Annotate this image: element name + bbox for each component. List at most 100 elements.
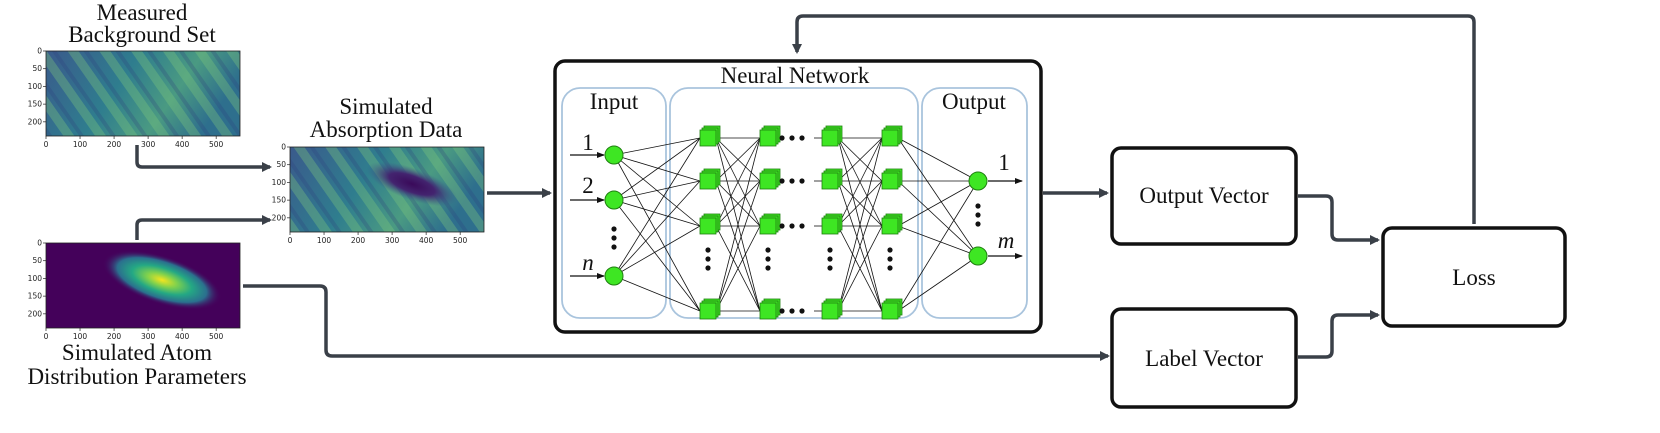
ellipsis-dot [611, 235, 617, 241]
hidden-node [881, 298, 903, 320]
x-tick-label: 500 [209, 140, 224, 149]
network-connections [570, 137, 1023, 312]
y-tick-label: 150 [272, 196, 287, 205]
ellipsis-dot [887, 265, 893, 271]
y-tick-label: 50 [276, 160, 286, 169]
output-layer-label: Output [942, 89, 1007, 114]
x-tick-label: 400 [175, 140, 190, 149]
hidden-node [759, 168, 781, 190]
y-tick-label: 100 [28, 274, 43, 283]
x-tick-label: 100 [73, 332, 88, 341]
output-vector-box [1110, 146, 1298, 246]
hidden-node [821, 213, 843, 235]
absorption-image [289, 146, 485, 233]
ellipsis-dot [705, 256, 711, 262]
ellipsis-dot [789, 135, 795, 141]
ellipsis-dot [611, 226, 617, 232]
ellipsis-dot [799, 135, 805, 141]
hidden-node [699, 298, 721, 320]
atom-title-line2: Distribution Parameters [27, 364, 246, 389]
x-tick-label: 500 [209, 332, 224, 341]
x-tick-label: 100 [73, 140, 88, 149]
ellipsis-dot [799, 223, 805, 229]
y-tick-label: 200 [28, 309, 43, 318]
y-tick-label: 200 [28, 117, 43, 126]
background-title-line1: Measured [97, 0, 188, 25]
x-tick-label: 200 [351, 236, 366, 245]
arrow-output-vector-to-loss [1298, 194, 1380, 245]
atom-image [45, 242, 241, 329]
absorption-title-line2: Absorption Data [310, 117, 463, 142]
hidden-node [699, 125, 721, 147]
ellipsis-dot [705, 265, 711, 271]
hidden-node [759, 125, 781, 147]
ellipsis-dot [779, 223, 785, 229]
y-tick-label: 0 [37, 47, 42, 56]
neural-network-title: Neural Network [721, 63, 870, 88]
x-tick-label: 400 [175, 332, 190, 341]
ellipsis-dot [975, 203, 981, 209]
input-node-label-n: n [582, 250, 594, 275]
loss-label: Loss [1452, 265, 1496, 290]
hidden-node [821, 298, 843, 320]
output-node [968, 246, 988, 266]
output-vector-label: Output Vector [1139, 183, 1269, 208]
arrow-label-vector-to-loss [1298, 310, 1380, 359]
input-node [604, 190, 624, 210]
ellipsis-dot [975, 212, 981, 218]
y-tick-label: 50 [32, 256, 42, 265]
ellipsis-dot [779, 178, 785, 184]
ellipsis-dot [765, 265, 771, 271]
output-node-label-1: 1 [998, 150, 1010, 175]
ellipsis-dot [887, 247, 893, 253]
hidden-node [699, 168, 721, 190]
ellipsis-dot [611, 244, 617, 250]
arrow-atom-to-absorption [135, 215, 272, 240]
x-tick-label: 200 [107, 140, 122, 149]
x-tick-label: 300 [141, 140, 156, 149]
input-node-label-2: 2 [582, 173, 594, 198]
input-layer-panel [561, 87, 667, 319]
ellipsis-dot [765, 256, 771, 262]
x-tick-label: 300 [385, 236, 400, 245]
background-title-line2: Background Set [68, 22, 216, 47]
neural-network-frame [553, 59, 1043, 334]
input-node [604, 266, 624, 286]
x-tick-label: 100 [317, 236, 332, 245]
x-tick-label: 0 [44, 140, 49, 149]
hidden-node [881, 213, 903, 235]
x-tick-label: 400 [419, 236, 434, 245]
ellipsis-dot [827, 265, 833, 271]
background-image [45, 50, 241, 137]
y-tick-label: 50 [32, 64, 42, 73]
x-tick-label: 0 [44, 332, 49, 341]
label-vector-label: Label Vector [1145, 346, 1263, 371]
ellipsis-dot [779, 308, 785, 314]
ellipsis-dot [789, 178, 795, 184]
atom-title-line1: Simulated Atom [62, 340, 212, 365]
x-tick-label: 200 [107, 332, 122, 341]
input-node-label-1: 1 [582, 130, 594, 155]
y-tick-label: 150 [28, 100, 43, 109]
x-tick-label: 0 [288, 236, 293, 245]
arrow-background-to-absorption [135, 145, 272, 172]
ellipsis-dot [789, 308, 795, 314]
hidden-node [821, 125, 843, 147]
y-tick-label: 0 [281, 143, 286, 152]
ellipsis-dot [799, 178, 805, 184]
network-nodes [604, 125, 988, 320]
ellipsis-dot [827, 256, 833, 262]
ellipsis-dot [827, 247, 833, 253]
input-layer-label: Input [590, 89, 639, 114]
hidden-node [759, 298, 781, 320]
ellipsis-dot [779, 135, 785, 141]
hidden-node [881, 168, 903, 190]
loss-box [1381, 226, 1567, 328]
arrow-atom-to-label-vector [243, 284, 1110, 361]
arrow-loss-feedback [792, 14, 1476, 224]
hidden-node [881, 125, 903, 147]
